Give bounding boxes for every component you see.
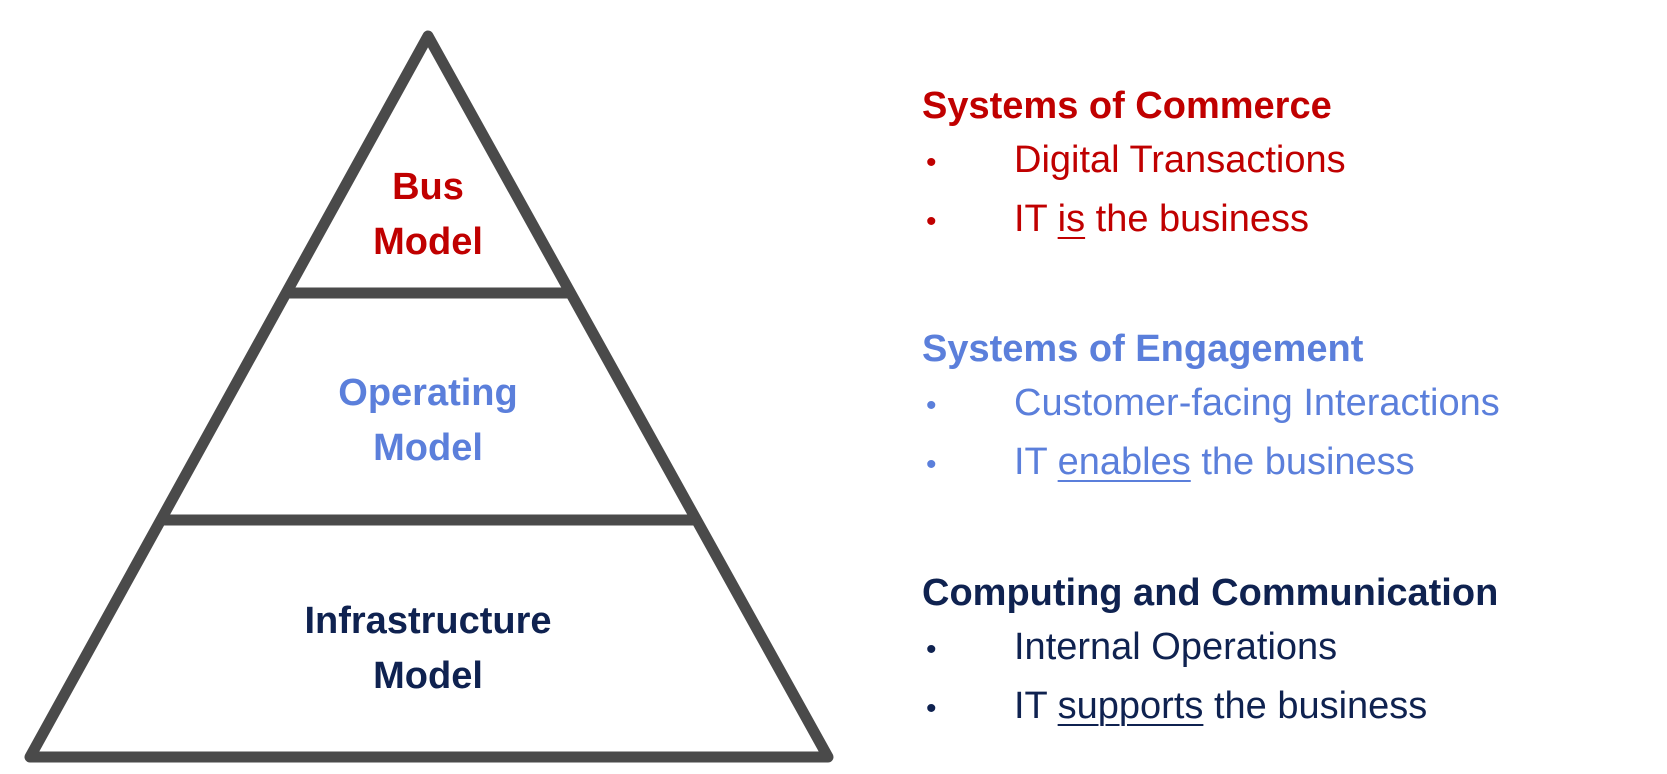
tier-label-infrastructure-model: Infrastructure Model [304,594,551,704]
bullet-text: IT enables the business [1014,434,1415,490]
bullet-icon: • [926,389,937,422]
tier-label-business-model: Bus Model [373,160,483,270]
section-computing-and-communication: Computing and Communication • Internal O… [922,567,1498,737]
tier-label-line: Bus [392,166,464,208]
bullet-text-emphasis: is [1057,198,1086,240]
bullet-text: Internal Operations [1014,626,1338,668]
bullet-icon: • [926,448,937,481]
tier-label-line: Model [373,655,483,697]
bullet-text-pre: IT [1014,441,1058,483]
bullet-text-post: the business [1085,198,1310,240]
section-title: Computing and Communication [922,572,1499,614]
tier-label-line: Operating [338,372,518,414]
section-systems-of-engagement: Systems of Engagement • Customer-facing … [922,323,1500,493]
bullet-icon: • [926,205,937,238]
bullet-item: • Digital Transactions [922,132,1346,191]
tier-label-line: Model [373,427,483,469]
bullet-text: IT is the business [1014,191,1309,247]
bullet-text: Customer-facing Interactions [1014,382,1500,424]
section-title: Systems of Engagement [922,328,1364,370]
bullet-text-emphasis: supports [1057,685,1204,727]
bullet-icon: • [926,692,937,725]
bullet-icon: • [926,633,937,666]
section-systems-of-commerce: Systems of Commerce • Digital Transactio… [922,80,1346,250]
bullet-text-pre: IT [1014,198,1058,240]
bullet-text-pre: IT [1014,685,1058,727]
pyramid-outline [24,30,834,763]
tier-label-line: Infrastructure [304,600,552,642]
tier-label-operating-model: Operating Model [338,366,517,476]
tier-label-line: Model [373,221,483,263]
bullet-text-emphasis: enables [1057,441,1191,483]
bullet-item: • IT is the business [922,191,1346,250]
bullet-item: • Customer-facing Interactions [922,375,1500,434]
bullet-text: IT supports the business [1014,678,1427,734]
bullet-item: • IT enables the business [922,434,1500,493]
bullet-text-post: the business [1203,685,1428,727]
bullet-item: • IT supports the business [922,678,1498,737]
section-title: Systems of Commerce [922,85,1332,127]
bullet-text: Digital Transactions [1014,139,1346,181]
bullet-icon: • [926,146,937,179]
bullet-item: • Internal Operations [922,619,1498,678]
bullet-text-post: the business [1190,441,1415,483]
